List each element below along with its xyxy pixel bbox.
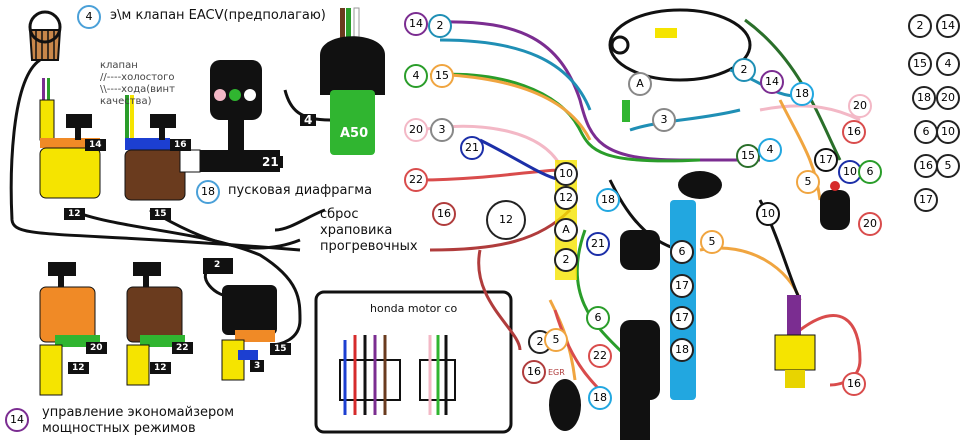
hose-label: 5	[796, 170, 820, 194]
hose-label: 20	[858, 212, 882, 236]
tag-2: 2	[210, 259, 225, 271]
idle-valve-label: клапан //----холостого \\----хода(винт к…	[100, 60, 175, 107]
hose-label: 20	[848, 94, 872, 118]
hose-label: 10	[554, 162, 578, 186]
hose-label: 18	[588, 386, 612, 410]
hose-label: 18	[596, 188, 620, 212]
hose-label: 21	[586, 232, 610, 256]
ref-circle-4: 4	[77, 5, 101, 29]
tag-16: 16	[170, 139, 191, 151]
honda-box	[314, 290, 513, 434]
hose-label: 3	[430, 118, 454, 142]
hose-label: 14	[760, 70, 784, 94]
hose-label: 5	[700, 230, 724, 254]
tag-20: 20	[86, 342, 107, 354]
hose-label: 6	[586, 306, 610, 330]
idle-valve-yellow	[39, 78, 101, 199]
egr-label: EGR	[548, 368, 565, 377]
hose-label: 5	[544, 328, 568, 352]
tag-14: 14	[85, 139, 106, 151]
economizer-label: управление экономайзером мощностных режи…	[42, 405, 234, 436]
hose-label: 10	[756, 202, 780, 226]
legend-item: 18	[912, 86, 936, 110]
hose-label: 6	[858, 160, 882, 184]
hose-label: 3	[652, 108, 676, 132]
hose-label: 4	[404, 64, 428, 88]
legend-item: 15	[908, 52, 932, 76]
legend-item: 4	[936, 52, 960, 76]
idle-valve-brown	[124, 95, 186, 201]
tag-3: 3	[250, 360, 265, 372]
hose-label: 15	[430, 64, 454, 88]
tag-12b: 12	[68, 362, 89, 374]
air-filter-icon	[28, 10, 62, 61]
tag-15: 15	[150, 208, 171, 220]
hose-label: A	[628, 72, 652, 96]
hose-label: 18	[790, 82, 814, 106]
tag-4: 4	[300, 114, 317, 126]
hose-label: 2	[428, 14, 452, 38]
tag-22: 22	[172, 342, 193, 354]
tag-15b: 15	[270, 343, 291, 355]
hose-label: 17	[814, 148, 838, 172]
hose-label: 12	[486, 200, 526, 240]
legend-item: 10	[936, 120, 960, 144]
hose-label: 17	[670, 274, 694, 298]
eacv-label: э\м клапан EACV(предполагаю)	[110, 8, 326, 23]
hose-label: 16	[432, 202, 456, 226]
hose-label: 16	[842, 120, 866, 144]
hose-label: 6	[670, 240, 694, 264]
hose-label: 20	[404, 118, 428, 142]
start-diaphragm	[179, 60, 280, 173]
hose-label: 12	[554, 186, 578, 210]
hose-label: 21	[460, 136, 484, 160]
economizer-actuators	[39, 258, 277, 396]
legend-item: 20	[936, 86, 960, 110]
ratchet-label: сброс храповика прогревочных	[320, 207, 418, 254]
legend-item: 16	[914, 154, 938, 178]
legend-item: 5	[936, 154, 960, 178]
ref-circle-18: 18	[196, 180, 220, 204]
hose-label: 14	[404, 12, 428, 36]
a50-valve	[283, 7, 385, 155]
hose-label: 16	[842, 372, 866, 396]
legend-item: 17	[914, 188, 938, 212]
hose-label: 2	[732, 58, 756, 82]
hose-label: 16	[522, 360, 546, 384]
hose-label: 2	[554, 248, 578, 272]
tag-21: 21	[258, 156, 283, 168]
hose-label: 17	[670, 306, 694, 330]
hose-label: 18	[670, 338, 694, 362]
legend-item: 2	[908, 14, 932, 38]
hose-label: A	[554, 218, 578, 242]
hose-label: 15	[736, 144, 760, 168]
a50-label: A50	[340, 126, 369, 141]
diaphragm-label: пусковая диафрагма	[228, 183, 373, 198]
legend-item: 6	[914, 120, 938, 144]
hose-label: 22	[404, 168, 428, 192]
honda-label: honda motor co	[370, 302, 458, 315]
tag-12: 12	[64, 208, 85, 220]
ref-circle-14: 14	[5, 408, 29, 432]
hose-label: 4	[758, 138, 782, 162]
hose-label: 22	[588, 344, 612, 368]
legend-item: 14	[936, 14, 960, 38]
tag-12c: 12	[150, 362, 171, 374]
